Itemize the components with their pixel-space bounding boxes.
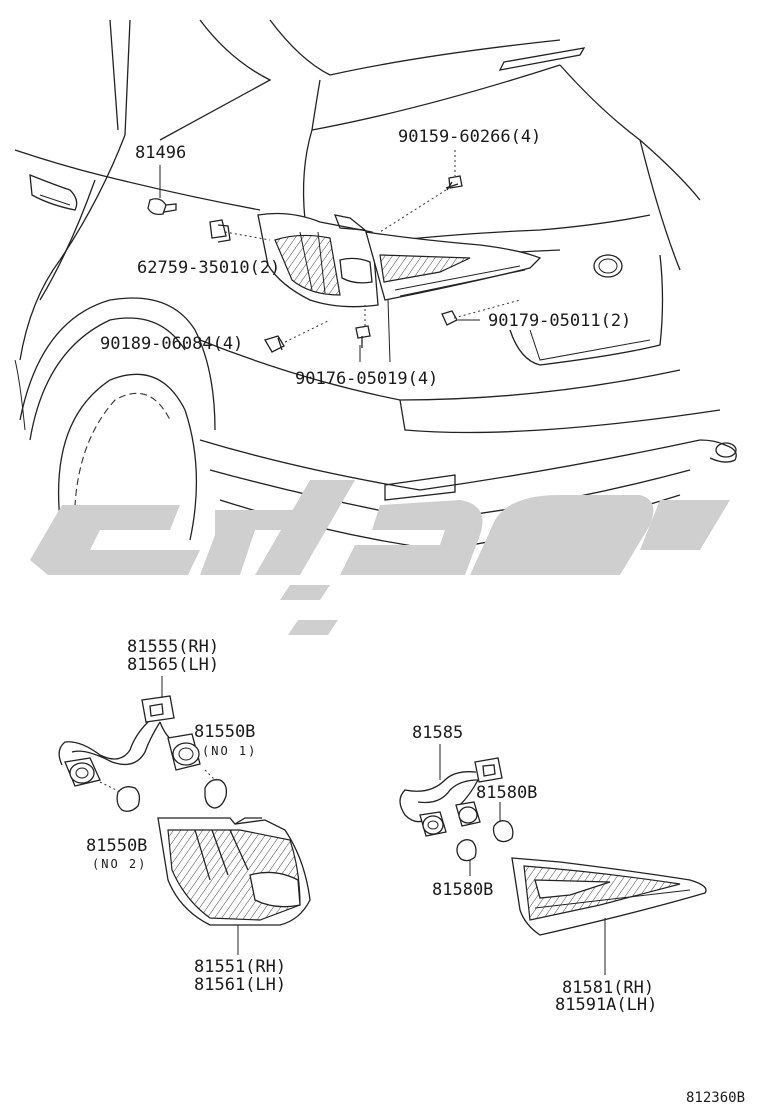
tail-lamp-81551-icon: [157, 817, 311, 926]
label-81561-lh[interactable]: 81561(LH): [194, 975, 286, 995]
label-81580b-1[interactable]: 81580B: [476, 783, 537, 803]
label-90159-60266[interactable]: 90159-60266(4): [398, 127, 541, 147]
leader-lines-lower: [161, 676, 606, 975]
label-81585[interactable]: 81585: [412, 723, 463, 743]
nut-90189-icon: [264, 335, 285, 353]
car-body-outline: [14, 19, 737, 551]
label-81591a-lh[interactable]: 81591A(LH): [555, 995, 657, 1015]
label-81550b-no2[interactable]: 81550B: [86, 836, 147, 856]
label-81580b-2[interactable]: 81580B: [432, 880, 493, 900]
nut-90176-icon: [355, 325, 371, 348]
bulb-81550b-no2-icon: [99, 781, 141, 812]
nut-90179-icon: [441, 310, 458, 326]
leader-lines-upper: [159, 150, 521, 363]
label-81555-rh[interactable]: 81555(RH): [127, 637, 219, 657]
label-81550b-no1[interactable]: 81550B: [194, 722, 255, 742]
socket-wire-81555-icon: [58, 695, 201, 787]
label-81581-rh[interactable]: 81581(RH): [562, 978, 654, 998]
car-tail-lamp-outer: [257, 212, 379, 308]
socket-wire-81585-icon: [399, 757, 503, 837]
diagram-code: 812360B: [686, 1090, 745, 1106]
label-81551-rh[interactable]: 81551(RH): [194, 957, 286, 977]
label-81565-lh[interactable]: 81565(LH): [127, 655, 219, 675]
clip-81496-icon: [147, 198, 177, 216]
tail-lamp-81581-icon: [511, 857, 707, 936]
label-90176-05019[interactable]: 90176-05019(4): [295, 369, 438, 389]
bulb-81550b-no1-icon: [204, 769, 228, 809]
screw-90159-icon: [445, 175, 463, 191]
label-62759-35010[interactable]: 62759-35010(2): [137, 258, 280, 278]
label-no2: (NO 2): [92, 857, 147, 871]
bulb-81580b-2-icon: [456, 839, 477, 862]
watermark-logo: [30, 480, 730, 635]
label-no1: (NO 1): [202, 744, 257, 758]
car-tail-lamp-inner: [333, 214, 542, 301]
label-90179-05011[interactable]: 90179-05011(2): [488, 311, 631, 331]
part-labels: 81496 90159-60266(4) 62759-35010(2) 9017…: [86, 127, 745, 1106]
label-81496[interactable]: 81496: [135, 143, 186, 163]
bulb-81580b-1-icon: [492, 820, 514, 843]
grommet-62759-icon: [209, 219, 231, 243]
label-90189-06084[interactable]: 90189-06084(4): [100, 334, 243, 354]
